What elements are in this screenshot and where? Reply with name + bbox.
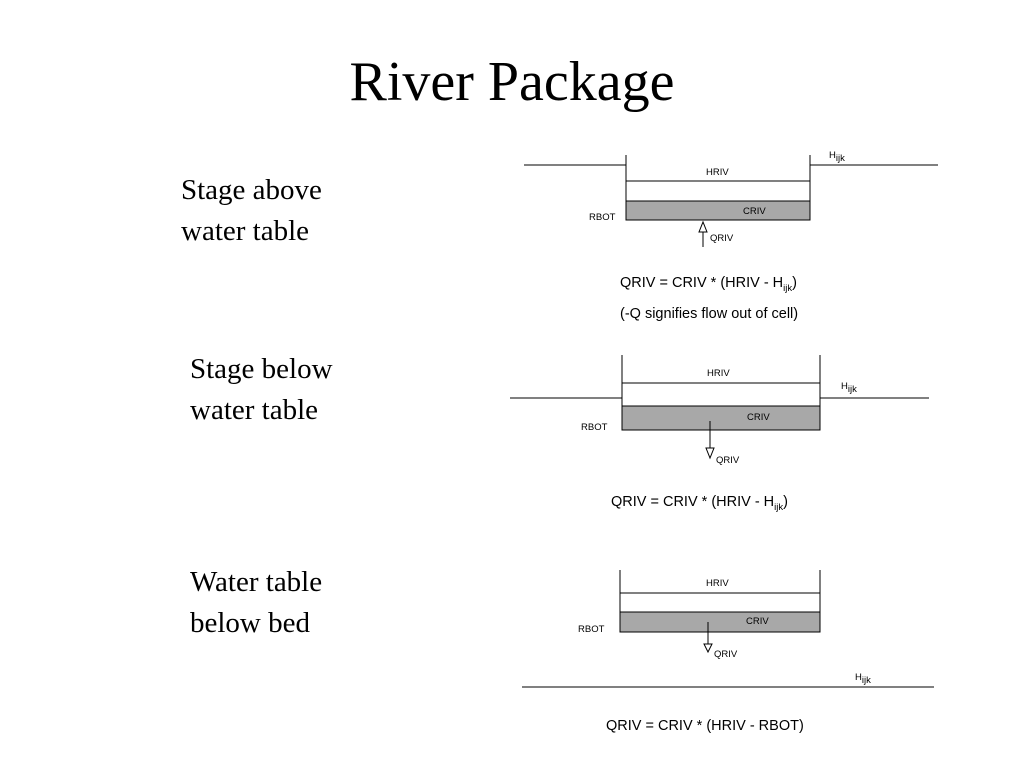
riverbed-conductance-layer bbox=[621, 405, 821, 431]
equation-1-sub: ijk bbox=[783, 283, 792, 294]
equation-2-main: QRIV = CRIV * (HRIV - H bbox=[611, 494, 774, 510]
page-title: River Package bbox=[349, 51, 675, 113]
equation-2-sub: ijk bbox=[774, 502, 783, 513]
case-1-label: Stage above water table bbox=[181, 170, 322, 252]
flow-arrow-head-down bbox=[705, 447, 715, 460]
case-1-label-line1: Stage above bbox=[181, 174, 322, 206]
equation-2: QRIV = CRIV * (HRIV - Hijk) bbox=[611, 494, 788, 513]
hriv-label-2: HRIV bbox=[707, 368, 730, 379]
hriv-label-1: HRIV bbox=[706, 167, 729, 178]
case-1-label-line2: water table bbox=[181, 215, 310, 247]
diagram-below-bed bbox=[522, 570, 934, 688]
criv-label-1: CRIV bbox=[743, 206, 766, 217]
qriv-label-3: QRIV bbox=[714, 649, 738, 660]
head-label-3: Hijk bbox=[855, 672, 871, 686]
rbot-label-1: RBOT bbox=[589, 212, 616, 223]
criv-label-3: CRIV bbox=[746, 616, 769, 627]
head-label-1: Hijk bbox=[829, 150, 845, 164]
head-label-2: Hijk bbox=[841, 381, 857, 395]
equation-2-end: ) bbox=[783, 494, 788, 510]
diagram-stage-below bbox=[510, 355, 929, 460]
head-sub-3: ijk bbox=[862, 675, 871, 686]
qriv-label-1: QRIV bbox=[710, 233, 734, 244]
case-3-label-line1: Water table bbox=[190, 566, 323, 598]
riverbed-conductance-layer bbox=[625, 200, 811, 221]
head-main-2: H bbox=[841, 381, 848, 392]
equation-1: QRIV = CRIV * (HRIV - Hijk) bbox=[620, 275, 797, 294]
head-main-1: H bbox=[829, 150, 836, 161]
qriv-label-2: QRIV bbox=[716, 455, 740, 466]
head-sub-2: ijk bbox=[848, 384, 857, 395]
flow-arrow-head-up bbox=[698, 220, 708, 233]
head-main-3: H bbox=[855, 672, 862, 683]
case-3-label: Water table below bed bbox=[190, 562, 322, 644]
case-2-label-line1: Stage below bbox=[190, 353, 333, 385]
riverbed-conductance-layer bbox=[619, 611, 821, 633]
criv-label-2: CRIV bbox=[747, 412, 770, 423]
equation-1-main: QRIV = CRIV * (HRIV - H bbox=[620, 275, 783, 291]
diagram-stage-above bbox=[524, 155, 938, 247]
flow-note: (-Q signifies flow out of cell) bbox=[620, 306, 798, 322]
hriv-label-3: HRIV bbox=[706, 578, 729, 589]
case-2-label: Stage below water table bbox=[190, 349, 333, 431]
head-sub-1: ijk bbox=[836, 153, 845, 164]
case-3-label-line2: below bed bbox=[190, 607, 310, 639]
equation-3: QRIV = CRIV * (HRIV - RBOT) bbox=[606, 718, 804, 734]
equation-1-end: ) bbox=[792, 275, 797, 291]
rbot-label-3: RBOT bbox=[578, 624, 605, 635]
case-2-label-line2: water table bbox=[190, 394, 319, 426]
flow-arrow-head-down bbox=[703, 643, 713, 654]
rbot-label-2: RBOT bbox=[581, 422, 608, 433]
